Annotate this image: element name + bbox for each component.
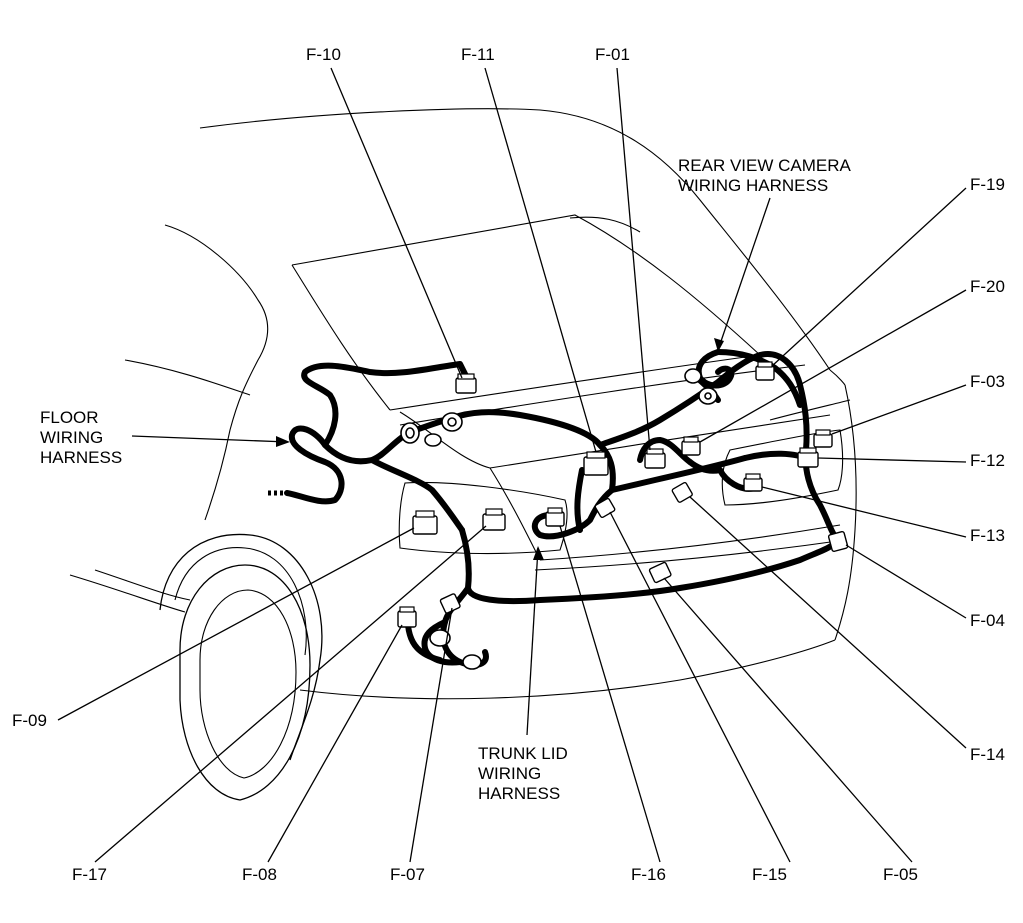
connector-f14 xyxy=(671,481,693,503)
label-f11: F-11 xyxy=(461,45,495,64)
label-f19: F-19 xyxy=(970,175,1005,194)
leader-lines xyxy=(57,67,967,863)
connector-f11 xyxy=(583,451,609,476)
label-f12: F-12 xyxy=(970,451,1005,470)
connector-f12 xyxy=(797,447,819,468)
label-f16: F-16 xyxy=(631,865,666,884)
connector-f16 xyxy=(545,507,565,527)
connectors xyxy=(397,361,849,628)
label-f15: F-15 xyxy=(752,865,787,884)
connector-f20 xyxy=(681,436,701,456)
label-f04: F-04 xyxy=(970,611,1005,630)
connector-f09 xyxy=(412,510,438,535)
car-body-outline xyxy=(69,108,857,801)
label-f03: F-03 xyxy=(970,372,1005,391)
label-f09: F-09 xyxy=(12,711,47,730)
label-f07: F-07 xyxy=(390,865,425,884)
connector-f08 xyxy=(397,606,417,628)
connector-f03 xyxy=(813,429,833,448)
label-floor-harness: FLOOR WIRING HARNESS xyxy=(40,408,123,467)
connector-f05 xyxy=(648,561,672,584)
label-trunk-lid-harness: TRUNK LID WIRING HARNESS xyxy=(478,744,568,803)
connector-f01 xyxy=(644,448,666,469)
label-rear-view-camera-harness: REAR VIEW CAMERA WIRING HARNESS xyxy=(678,156,851,195)
label-f05: F-05 xyxy=(883,865,918,884)
label-f01: F-01 xyxy=(595,45,630,64)
connector-f10 xyxy=(455,373,477,394)
connector-f19 xyxy=(755,361,775,381)
label-f20: F-20 xyxy=(970,277,1005,296)
trunk-lid-wiring-harness xyxy=(597,349,841,543)
label-f08: F-08 xyxy=(242,865,277,884)
label-f14: F-14 xyxy=(970,745,1005,764)
label-f17: F-17 xyxy=(72,865,107,884)
connector-f04 xyxy=(827,530,849,553)
connector-f13 xyxy=(743,473,763,492)
label-f10: F-10 xyxy=(306,45,341,64)
connector-f07 xyxy=(439,593,461,614)
label-f13: F-13 xyxy=(970,526,1005,545)
connector-f17 xyxy=(482,508,506,531)
rear-view-camera-harness xyxy=(715,349,803,408)
grommets xyxy=(400,368,718,670)
arrowheads xyxy=(276,338,724,560)
